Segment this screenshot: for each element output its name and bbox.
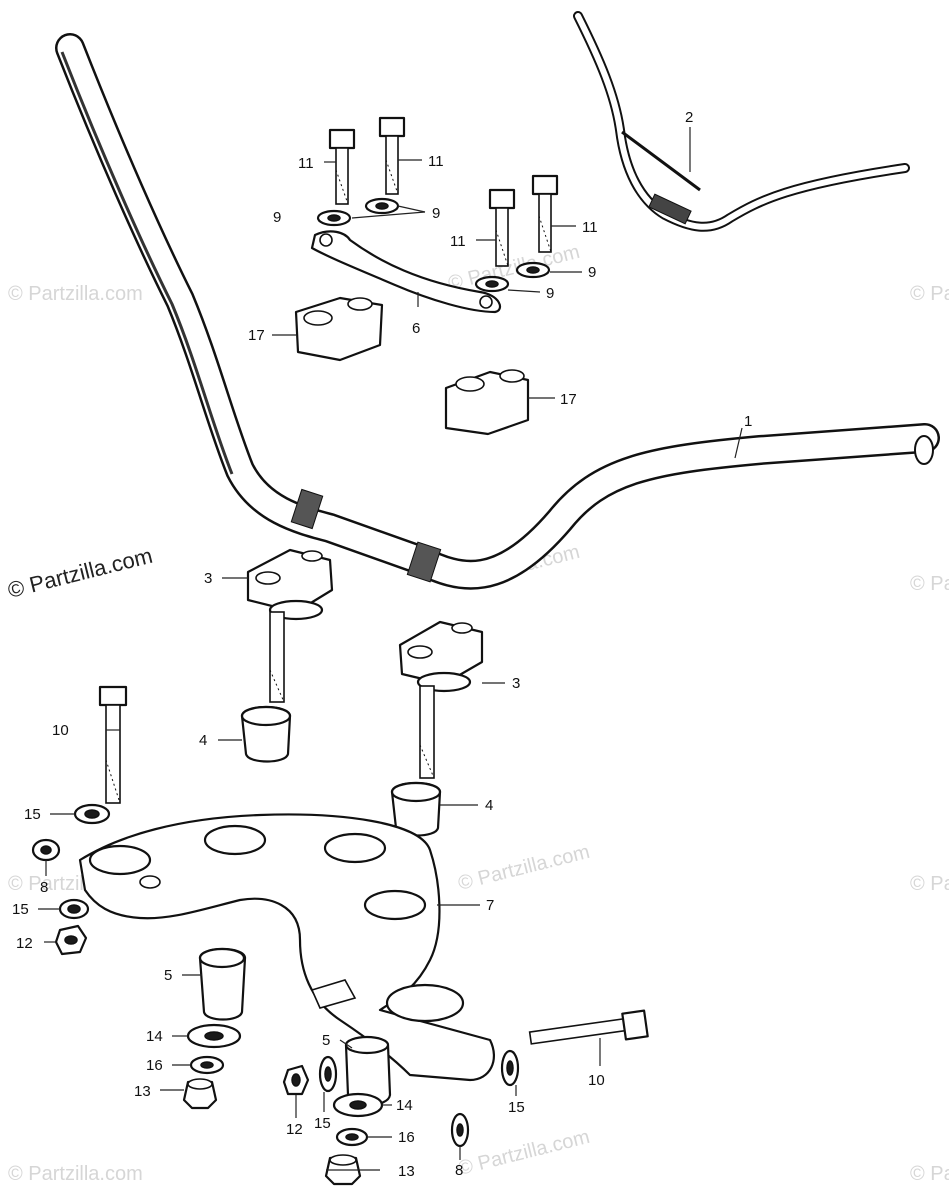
watermark-text: © Partzilla.com — [446, 241, 582, 295]
holder-part-17 — [444, 369, 530, 436]
callout-15: 15 — [508, 1099, 525, 1116]
holder-part-17 — [294, 296, 384, 362]
watermark-text: © Partzilla.com — [8, 283, 143, 305]
callout-9: 9 — [546, 285, 554, 302]
holder-part-3 — [246, 548, 334, 703]
washer-part-8 — [450, 1112, 470, 1148]
callout-2: 2 — [685, 109, 693, 126]
watermark-text: © Partzilla.com — [910, 573, 949, 595]
callout-1: 1 — [744, 413, 752, 430]
watermark-text: © Partzilla.com — [456, 841, 592, 895]
callout-4: 4 — [199, 732, 207, 749]
watermark-text: © Partzilla.com — [456, 1126, 592, 1180]
rubber-part-5 — [198, 947, 247, 1021]
bolt-part-11 — [328, 128, 356, 205]
watermark-text: © Partzilla.com — [910, 873, 949, 895]
callout-5: 5 — [322, 1032, 330, 1049]
washer-part-9 — [316, 209, 352, 227]
bolt-part-11 — [378, 116, 406, 195]
callout-15: 15 — [12, 901, 29, 918]
callout-8: 8 — [455, 1162, 463, 1179]
watermark-main: © Partzilla.com — [5, 543, 155, 603]
callout-14: 14 — [146, 1028, 163, 1045]
washer-part-15 — [73, 803, 111, 825]
callout-7: 7 — [486, 897, 494, 914]
callout-17: 17 — [560, 391, 577, 408]
callout-17: 17 — [248, 327, 265, 344]
watermark-text: © Partzilla.com — [910, 1163, 949, 1185]
bolt-part-11 — [531, 174, 559, 253]
callout-15: 15 — [314, 1115, 331, 1132]
callout-11: 11 — [450, 233, 466, 250]
bolt-part-11 — [488, 188, 516, 267]
callout-13: 13 — [398, 1163, 415, 1180]
cap-nut-part-13 — [182, 1078, 218, 1110]
washer-part-8 — [31, 838, 61, 862]
handlebar-part-1 — [55, 33, 940, 590]
callout-4: 4 — [485, 797, 493, 814]
callout-10: 10 — [588, 1072, 605, 1089]
washer-part-14 — [186, 1023, 242, 1049]
callout-13: 13 — [134, 1083, 151, 1100]
bolt-part-10 — [98, 685, 128, 804]
callout-8: 8 — [40, 879, 48, 896]
washer-part-14 — [332, 1092, 384, 1118]
callout-6: 6 — [412, 320, 420, 337]
washer-part-9 — [474, 275, 510, 293]
watermark-text: © Partzilla.com — [910, 283, 949, 305]
bolt-part-10 — [528, 1009, 649, 1045]
nut-part-12 — [282, 1064, 310, 1096]
watermark-text: © Partzilla.com — [8, 1163, 143, 1185]
callout-11: 11 — [582, 219, 598, 236]
callout-3: 3 — [204, 570, 212, 587]
callout-9: 9 — [432, 205, 440, 222]
callout-16: 16 — [146, 1057, 163, 1074]
leader-lines — [38, 127, 743, 1171]
callout-15: 15 — [24, 806, 41, 823]
washer-part-9 — [364, 197, 400, 215]
nut-part-12 — [54, 924, 88, 956]
washer-part-15 — [58, 898, 90, 920]
callout-9: 9 — [273, 209, 281, 226]
bushing-part-4 — [240, 705, 292, 763]
washer-part-16 — [189, 1055, 225, 1075]
callout-3: 3 — [512, 675, 520, 692]
washer-part-9 — [515, 261, 551, 279]
callout-9: 9 — [588, 264, 596, 281]
bushing-part-4 — [390, 781, 442, 837]
callout-11: 11 — [298, 155, 314, 172]
plate-part-6 — [310, 230, 502, 314]
callout-16: 16 — [398, 1129, 415, 1146]
callout-5: 5 — [164, 967, 172, 984]
top-bridge-part-7 — [78, 813, 495, 1082]
handlebar-part-2 — [573, 11, 910, 232]
callout-14: 14 — [396, 1097, 413, 1114]
washer-part-16 — [335, 1127, 369, 1147]
callout-10: 10 — [52, 722, 69, 739]
callout-12: 12 — [16, 935, 33, 952]
washer-part-15 — [500, 1049, 520, 1087]
callout-11: 11 — [428, 153, 444, 170]
callout-labels: 1 2 3 3 4 4 5 5 6 7 8 8 9 9 9 9 10 10 11… — [12, 109, 752, 1180]
holder-part-3 — [398, 620, 484, 779]
callout-12: 12 — [286, 1121, 303, 1138]
washer-part-15 — [318, 1055, 338, 1093]
cap-nut-part-13 — [324, 1154, 362, 1186]
